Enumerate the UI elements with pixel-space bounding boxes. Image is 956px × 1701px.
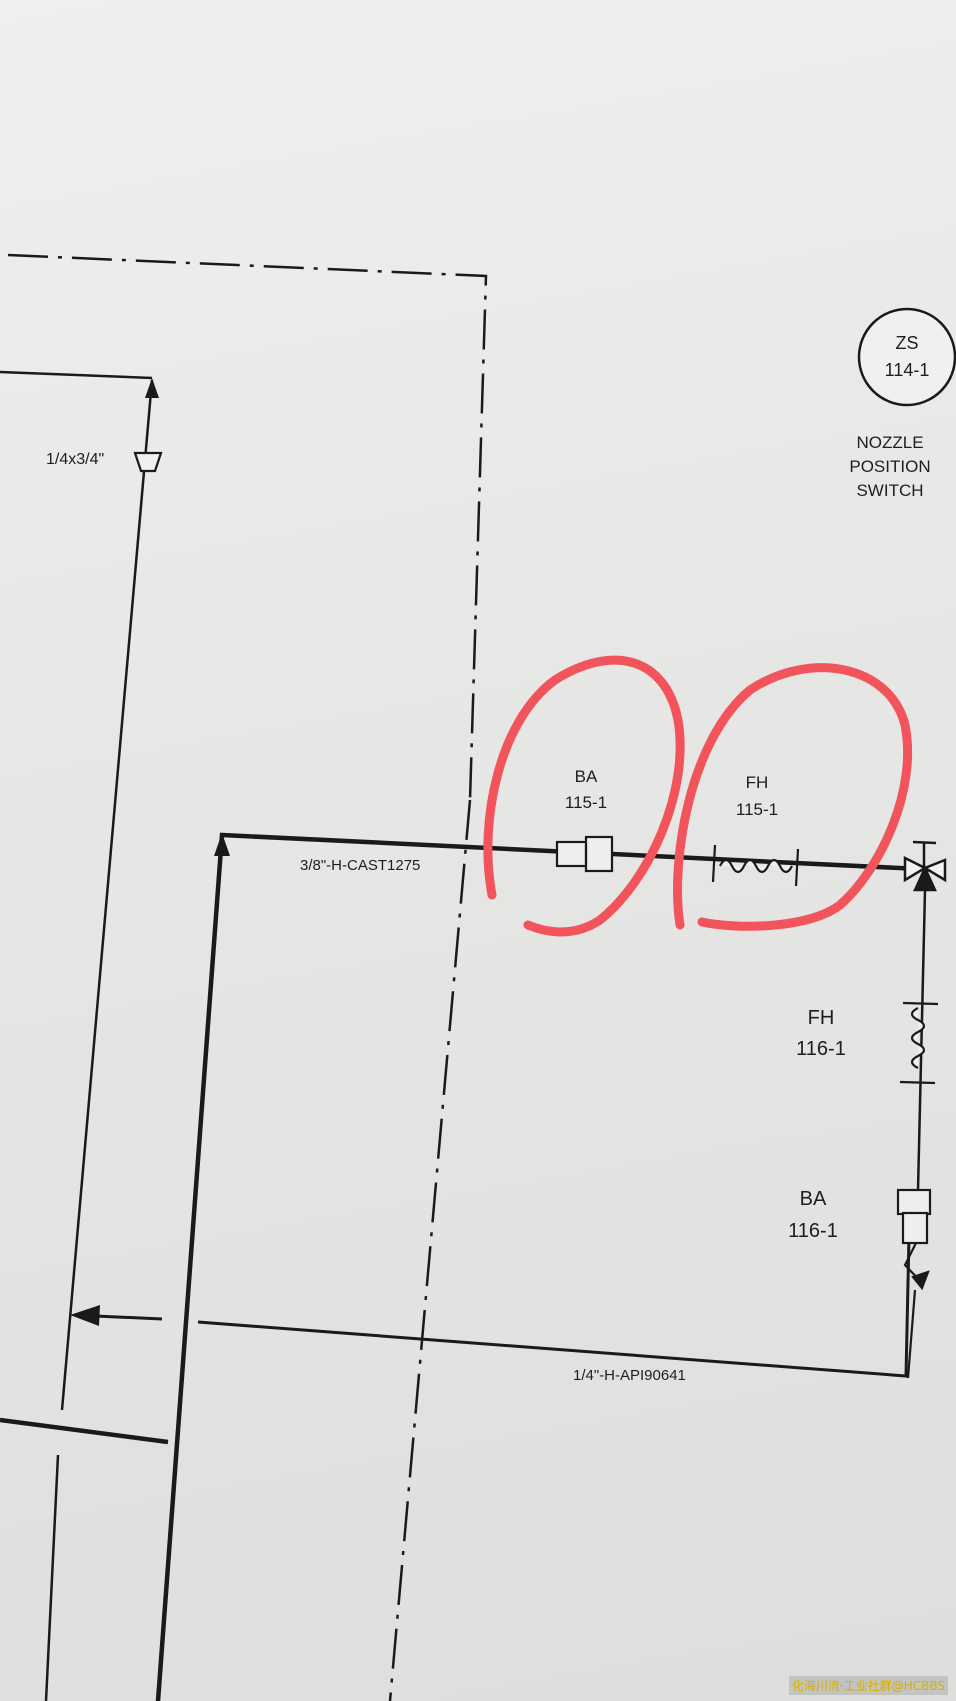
left-signal-line [0,370,163,1411]
fh-116-1-tag: FH [808,1007,835,1029]
ba-115-1-number: 115-1 [565,793,607,812]
reducer-symbol [133,451,163,473]
package-boundary [7,253,488,1701]
fh-115-1-tag: FH [746,773,769,792]
fh-116-1-number: 116-1 [796,1038,846,1060]
flow-arrow-up-main [214,833,230,856]
zs-tag: ZS [895,333,918,353]
lower-process-line [0,1189,912,1701]
switch-description-line2: POSITION [849,457,930,476]
ba-116-1-number: 116-1 [788,1220,838,1242]
ba-115-1-tag: BA [575,767,598,786]
highlight-loop-ba-115-1 [483,655,685,937]
ba-116-1-tag: BA [800,1188,827,1210]
watermark: 化海川流·工业社群@HCBBS [788,1676,948,1695]
upper-process-line [155,832,941,1701]
red-highlight-marks [483,655,913,937]
fh-116-1-symbol [899,1001,939,1085]
lower-line-spec: 1/4"-H-API90641 [573,1367,686,1384]
ba-116-1-symbol [896,1188,932,1379]
switch-description-line1: NOZZLE [856,433,923,452]
fh-115-1-symbol [711,844,800,887]
fh-115-1-number: 115-1 [736,800,778,819]
flow-arrow-up [145,378,159,398]
zs-114-1-bubble: ZS 114-1 [857,307,956,407]
ba-115-1-symbol [555,835,614,873]
zs-number: 114-1 [885,360,930,380]
upper-line-spec: 3/8"-H-CAST1275 [300,857,420,874]
three-way-valve [903,840,947,1191]
highlight-loop-fh-115-1 [673,663,913,931]
switch-description-line3: SWITCH [856,481,923,500]
reducer-label: 1/4x3/4" [46,451,104,468]
flow-arrow-left [70,1305,100,1326]
